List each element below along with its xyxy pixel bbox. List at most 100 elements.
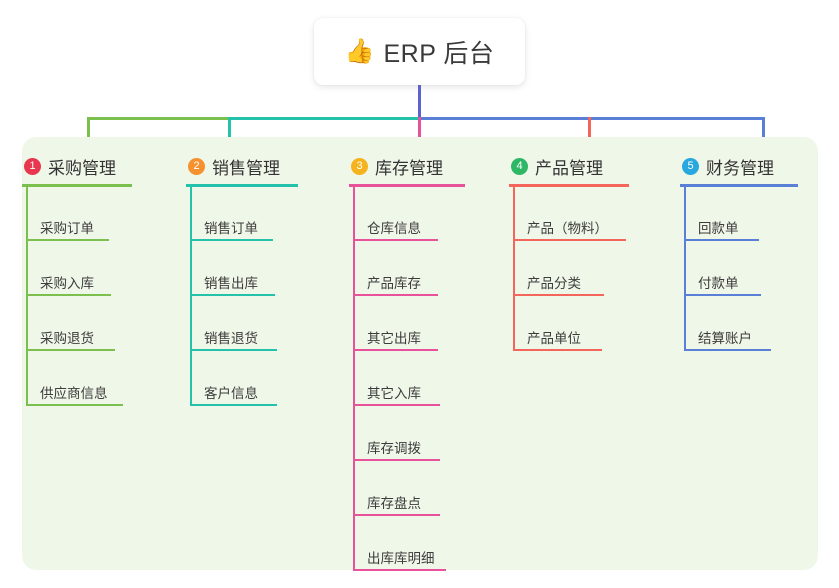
column-title: 销售管理 <box>212 158 280 178</box>
menu-item-label: 产品库存 <box>367 276 421 291</box>
drop-inventory <box>418 117 421 141</box>
menu-item-rule <box>685 294 761 296</box>
menu-item[interactable]: 产品分类 <box>513 272 604 306</box>
menu-item-label: 其它出库 <box>367 331 421 346</box>
menu-item-rule <box>191 239 273 241</box>
column-rule <box>186 184 298 187</box>
menu-item-rule <box>354 459 440 461</box>
column-rule <box>22 184 132 187</box>
menu-item[interactable]: 出库库明细 <box>353 547 446 581</box>
column-rule <box>509 184 629 187</box>
column-title: 产品管理 <box>535 158 603 178</box>
column-title: 财务管理 <box>706 158 774 178</box>
menu-item-rule <box>27 349 115 351</box>
column-spine <box>26 187 28 406</box>
menu-item-rule <box>354 349 438 351</box>
menu-item-label: 出库库明细 <box>367 551 435 566</box>
menu-item[interactable]: 供应商信息 <box>26 382 123 416</box>
column-badge-4: 4 <box>511 157 528 175</box>
root-node-title: ERP 后台 <box>383 39 495 68</box>
thumbs-up-icon: 👍 <box>344 37 375 65</box>
menu-item[interactable]: 采购入库 <box>26 272 111 306</box>
column-title: 库存管理 <box>375 158 443 178</box>
column-spine <box>190 187 192 406</box>
menu-item-label: 客户信息 <box>204 386 258 401</box>
drop-product <box>588 117 591 141</box>
column-badge-3: 3 <box>351 157 368 175</box>
menu-item[interactable]: 采购订单 <box>26 217 109 251</box>
menu-item-rule <box>354 404 440 406</box>
menu-item[interactable]: 产品单位 <box>513 327 602 361</box>
column-header-产品管理[interactable]: 4 产品管理 <box>509 149 659 183</box>
menu-item-rule <box>191 349 277 351</box>
menu-item[interactable]: 库存调拨 <box>353 437 440 471</box>
column-header-销售管理[interactable]: 2 销售管理 <box>186 149 328 183</box>
menu-item-rule <box>354 569 446 571</box>
menu-item-rule <box>514 239 626 241</box>
column-财务管理: 5 财务管理回款单付款单结算账户 <box>680 149 828 351</box>
menu-item-label: 结算账户 <box>698 331 752 346</box>
menu-item-label: 产品分类 <box>527 276 581 291</box>
menu-item[interactable]: 其它入库 <box>353 382 440 416</box>
menu-item[interactable]: 仓库信息 <box>353 217 438 251</box>
column-badge-5: 5 <box>682 157 699 175</box>
column-badge-1: 1 <box>24 157 41 175</box>
menu-item-label: 销售出库 <box>204 276 258 291</box>
menu-item-rule <box>354 514 440 516</box>
menu-item-label: 供应商信息 <box>40 386 108 401</box>
menu-item-rule <box>514 349 602 351</box>
menu-item-label: 采购入库 <box>40 276 94 291</box>
segment-blue <box>420 117 764 120</box>
drop-sales <box>228 117 231 141</box>
column-badge-2: 2 <box>188 157 205 175</box>
menu-item[interactable]: 产品库存 <box>353 272 438 306</box>
column-header-库存管理[interactable]: 3 库存管理 <box>349 149 495 183</box>
menu-item-label: 销售订单 <box>204 221 258 236</box>
menu-item-label: 回款单 <box>698 221 739 236</box>
menu-item[interactable]: 付款单 <box>684 272 761 306</box>
menu-item-rule <box>514 294 604 296</box>
menu-item[interactable]: 库存盘点 <box>353 492 440 526</box>
menu-item-label: 其它入库 <box>367 386 421 401</box>
root-connector-stem <box>418 85 421 121</box>
menu-item-rule <box>27 239 109 241</box>
menu-item-label: 采购订单 <box>40 221 94 236</box>
menu-item[interactable]: 回款单 <box>684 217 759 251</box>
column-销售管理: 2 销售管理销售订单销售出库销售退货客户信息 <box>186 149 328 406</box>
drop-finance <box>762 117 765 141</box>
menu-item[interactable]: 客户信息 <box>190 382 277 416</box>
segment-green <box>87 117 230 120</box>
menu-item-rule <box>685 349 771 351</box>
column-spine <box>353 187 355 571</box>
menu-item-label: 产品（物料） <box>527 221 608 236</box>
menu-item[interactable]: 销售出库 <box>190 272 275 306</box>
menu-item-rule <box>191 294 275 296</box>
menu-item-rule <box>27 404 123 406</box>
menu-item-rule <box>685 239 759 241</box>
menu-item[interactable]: 销售退货 <box>190 327 277 361</box>
root-node-card[interactable]: 👍 ERP 后台 <box>314 18 525 85</box>
menu-item-label: 采购退货 <box>40 331 94 346</box>
menu-item-rule <box>354 294 438 296</box>
menu-item[interactable]: 销售订单 <box>190 217 273 251</box>
column-rule <box>349 184 465 187</box>
menu-item[interactable]: 其它出库 <box>353 327 438 361</box>
menu-item-label: 销售退货 <box>204 331 258 346</box>
menu-item-rule <box>27 294 111 296</box>
menu-item-rule <box>354 239 438 241</box>
segment-teal <box>230 117 420 120</box>
column-spine <box>513 187 515 351</box>
menu-item-label: 付款单 <box>698 276 739 291</box>
column-header-财务管理[interactable]: 5 财务管理 <box>680 149 828 183</box>
menu-item[interactable]: 产品（物料） <box>513 217 626 251</box>
column-库存管理: 3 库存管理仓库信息产品库存其它出库其它入库库存调拨库存盘点出库库明细 <box>349 149 495 571</box>
menu-item-label: 仓库信息 <box>367 221 421 236</box>
menu-item[interactable]: 结算账户 <box>684 327 771 361</box>
menu-item[interactable]: 采购退货 <box>26 327 115 361</box>
drop-purchasing <box>87 117 90 141</box>
column-rule <box>680 184 798 187</box>
